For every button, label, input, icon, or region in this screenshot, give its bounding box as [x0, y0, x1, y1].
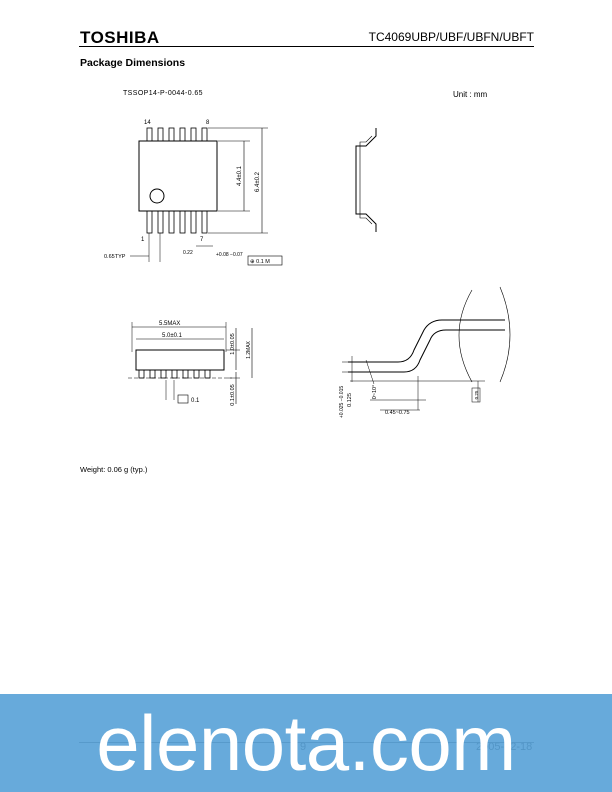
top-pin — [157, 127, 164, 142]
standoff-dim: 0.1±0.05 — [230, 384, 236, 405]
package-code: TSSOP14-P-0044-0.65 — [123, 90, 203, 97]
side-view: 5.5MAX 5.0±0.1 1.0±0.05 1.2MAX 0.1±0.05 … — [128, 321, 253, 406]
header-divider — [79, 46, 534, 47]
side-pin — [160, 369, 167, 379]
coplanarity-dim: 0.1 — [191, 398, 200, 404]
side-body — [135, 349, 225, 371]
bottom-pin — [146, 210, 153, 234]
pin8-label: 8 — [206, 120, 210, 126]
coplanarity-symbol — [177, 394, 189, 404]
top-pin — [201, 127, 208, 142]
bottom-pin — [157, 210, 164, 234]
watermark-band — [0, 694, 612, 792]
pin7-label: 7 — [200, 237, 204, 243]
body-length-dim: 5.0±0.1 — [162, 333, 183, 339]
body-width-dim: 4.4±0.1 — [237, 165, 243, 186]
lead-thickness-dim: 0.125 — [347, 393, 353, 407]
lead-width-tol: +0.08 −0.07 — [216, 252, 243, 258]
watermark-text: elenota.com — [96, 699, 516, 787]
bottom-pin — [190, 210, 197, 234]
lead-width-dim: 0.22 — [183, 250, 193, 256]
gauge-frame — [471, 387, 481, 403]
side-pin — [171, 369, 178, 379]
max-height-dim: 1.2MAX — [246, 340, 252, 358]
angle-dim: 0~10° — [372, 385, 378, 400]
tolerance-box: ⊕ 0.1 M — [250, 259, 270, 265]
foot-length-dim: 0.45~0.75 — [385, 410, 410, 416]
side-pin — [204, 369, 211, 379]
bottom-pin — [179, 210, 186, 234]
package-body — [138, 140, 218, 212]
toshiba-logo: TOSHIBA — [80, 28, 160, 47]
side-pin — [149, 369, 156, 379]
top-pin — [179, 127, 186, 142]
bottom-pin — [168, 210, 175, 234]
overall-width-dim: 6.4±0.2 — [255, 171, 261, 192]
top-view: 14 8 1 7 4.4±0.1 6.4±0.2 0.65TYP 0.22 +0… — [104, 120, 283, 266]
lead-detail: +0.025 −0.015 0.125 0~10° 0.45~0.75 0.25 — [339, 286, 511, 418]
gauge-dim: 0.25 — [474, 390, 479, 399]
bottom-pin — [201, 210, 208, 234]
pin14-label: 14 — [144, 120, 151, 126]
unit-label: Unit : mm — [453, 90, 488, 99]
tolerance-frame — [247, 255, 283, 266]
top-pin — [190, 127, 197, 142]
side-pin — [182, 369, 189, 379]
top-pin — [146, 127, 153, 142]
lead-thickness-tol: +0.025 −0.015 — [339, 386, 345, 418]
top-pin — [168, 127, 175, 142]
pin1-marker — [149, 188, 165, 204]
side-pin — [193, 369, 200, 379]
pin1-label: 1 — [141, 237, 145, 243]
height-dim: 1.0±0.05 — [230, 333, 236, 354]
side-pin — [138, 369, 145, 379]
end-view — [355, 128, 377, 232]
length-dim: 5.5MAX — [159, 321, 180, 327]
part-number: TC4069UBP/UBF/UBFN/UBFT — [368, 30, 534, 44]
weight-note: Weight: 0.06 g (typ.) — [80, 465, 148, 474]
section-title: Package Dimensions — [80, 57, 186, 69]
pitch-dim: 0.65TYP — [104, 254, 126, 260]
